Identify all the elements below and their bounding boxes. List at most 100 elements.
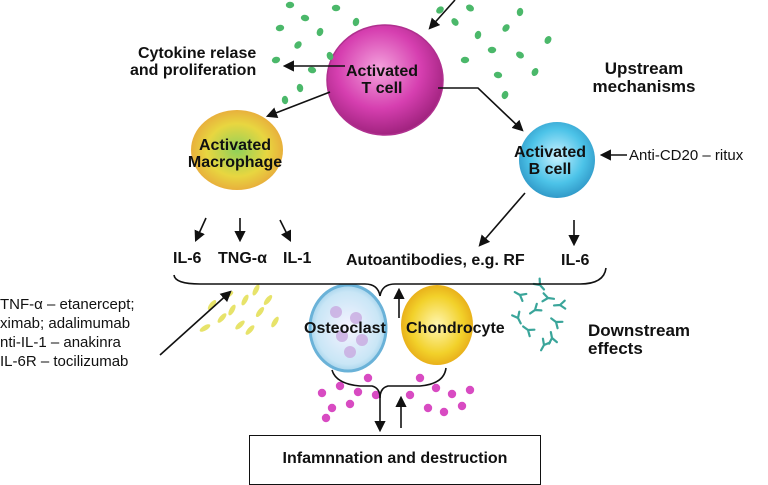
cytokine-dot-1 [300,14,310,22]
arrow-b-cell-to-autoantibodies [478,192,526,247]
autoantibody-4 [522,325,536,338]
yellow-particle-4 [217,313,227,323]
cytokine-release-line1: Cytokine relase [137,45,257,62]
magenta-dot-4 [345,399,355,409]
cytokine-dot-20 [544,36,552,44]
drug-il1: nti-IL-1 – anakinra [0,334,121,351]
drug-tnf: TNF-α – etanercept; [0,296,135,313]
b-cell-label: Activated B cell [508,144,592,179]
arrow-t-cell-to-macrophage [265,91,331,118]
t-cell-shape [326,24,444,136]
upstream-line1: Upstream [604,59,684,78]
yellow-particle-9 [263,295,273,305]
cytokine-dot-10 [436,6,444,14]
cytokine-dot-12 [465,4,475,12]
il6-right-label: IL-6 [561,252,590,269]
downstream-line2: effects [588,338,643,358]
b-cell-shape [519,122,595,198]
magenta-dot-2 [353,387,363,397]
yellow-particle-6 [271,316,279,328]
autoantibodies-label: Autoantibodies, e.g. RF [346,252,525,269]
magenta-dot-15 [405,390,415,400]
cytokine-dot-23 [281,95,289,105]
cytokine-dot-19 [460,56,470,64]
osteoclast-nucleus-1 [350,312,362,324]
arrow-t-cell-to-b-cell [438,87,524,132]
cytokine-dot-9 [271,56,281,64]
magenta-dot-12 [321,413,331,423]
cytokine-dot-0 [285,1,295,9]
macrophage-label: Activated Macrophage [180,137,290,172]
magenta-dot-14 [371,390,381,400]
upstream-line2: mechanisms [592,76,696,96]
cytokine-dot-7 [326,51,334,61]
cytokine-release-line2: and proliferation [130,61,257,79]
cytokine-dot-17 [531,67,539,77]
cytokine-dot-18 [493,71,503,79]
cytokine-dot-24 [501,90,509,100]
macrophage-label-line1: Activated [198,137,272,154]
cytokine-dot-4 [275,24,285,32]
cytokine-release-label: Cytokine relase and proliferation [130,45,257,80]
cytokine-dot-5 [331,4,341,12]
downstream-label: Downstream effects [588,322,690,358]
osteoclast-nucleus-2 [336,330,348,342]
drug-il6r: IL-6R – tocilizumab [0,353,129,370]
autoantibody-5 [539,337,552,352]
upstream-label: Upstream mechanisms [588,60,700,96]
il1-label: IL-1 [283,250,312,267]
autoantibody-9 [547,331,558,345]
yellow-particle-3 [255,306,265,318]
b-cell-label-line1: Activated [513,144,587,161]
yellow-particle-7 [252,284,260,296]
magenta-dot-7 [431,383,441,393]
outcome-box: Infamnnation and destruction [249,435,541,485]
cytokine-dot-8 [307,66,317,74]
arrow-macrophage-to-il1 [279,219,292,243]
osteoclast-nucleus-4 [344,346,356,358]
bracket-chondrocyte-down [379,367,447,399]
t-cell-label-line1: Activated [345,63,419,80]
chondrocyte-shape [401,285,473,365]
yellow-particle-10 [228,304,236,316]
bracket-osteoclast-down [331,369,381,399]
osteoclast-nucleus-3 [356,334,368,346]
osteoclast-label: Osteoclast [304,320,386,337]
yellow-particle-5 [235,320,245,330]
yellow-particle-11 [245,325,255,335]
magenta-dot-9 [423,403,433,413]
t-cell-label: Activated T cell [340,63,424,98]
magenta-dot-8 [447,389,457,399]
anti-cd20-label: Anti-CD20 – ritux [629,147,744,164]
tng-alpha-label: TNG-α [218,250,267,267]
arrow-upstream-to-t-cell [428,0,456,30]
magenta-dot-10 [439,407,449,417]
cytokine-dot-11 [451,18,459,26]
magenta-dot-6 [415,373,425,383]
cytokine-dot-15 [502,24,510,32]
downstream-line1: Downstream [588,321,691,340]
yellow-particle-8 [199,324,211,332]
b-cell-label-line2: B cell [528,160,572,178]
autoantibody-6 [511,310,522,325]
autoantibody-0 [513,290,528,303]
arrow-drugs-to-mediators [159,290,232,356]
cytokine-dot-14 [487,46,497,54]
cytokine-dot-3 [294,41,302,49]
drug-tnf-cont: ximab; adalimumab [0,315,131,332]
bracket-right-mediators [379,267,607,297]
il6-left-label: IL-6 [173,250,202,267]
magenta-dot-13 [465,385,475,395]
macrophage-shape [191,110,283,190]
osteoclast-shape [308,283,388,373]
autoantibody-1 [528,302,543,315]
bracket-left-mediators [173,274,381,297]
autoantibody-3 [550,317,564,330]
cytokine-dot-6 [352,17,360,27]
yellow-particle-2 [241,294,249,306]
cytokine-dot-16 [516,51,524,59]
osteoclast-nucleus-0 [330,306,342,318]
cytokine-dot-21 [516,7,524,17]
